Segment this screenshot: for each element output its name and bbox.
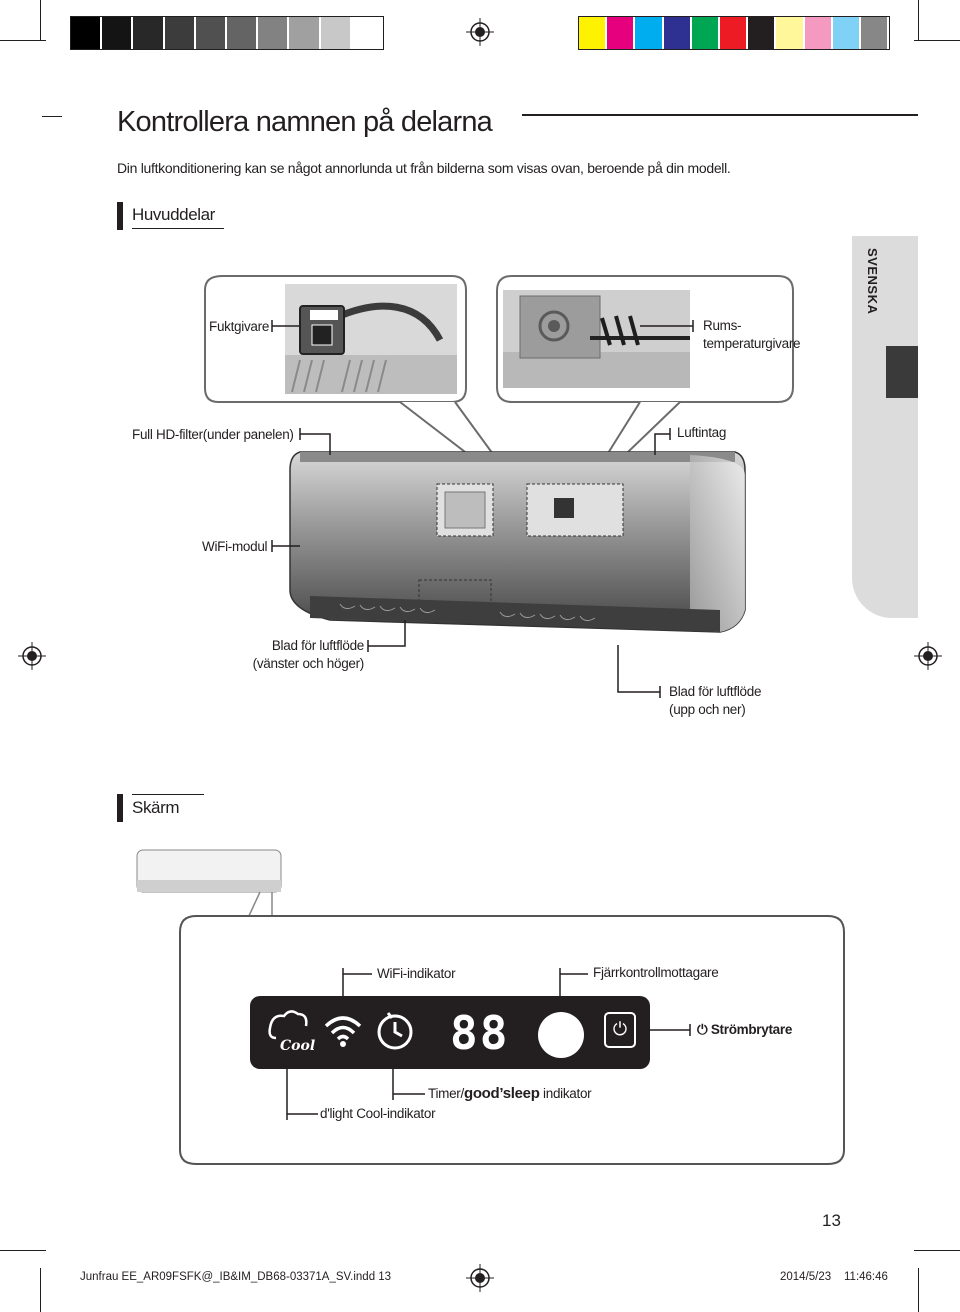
section-rule	[132, 228, 224, 229]
registration-mark-top	[466, 18, 494, 46]
timer-icon	[377, 1012, 413, 1050]
page-title: Kontrollera namnen på delarna	[117, 106, 493, 138]
label-humidity-sensor: Fuktgivare	[209, 319, 270, 334]
registration-mark-right	[914, 642, 942, 670]
title-rule	[522, 114, 918, 116]
crop-mark	[40, 1268, 41, 1312]
power-button-icon[interactable]: ⏻	[604, 1012, 636, 1048]
gray-swatch	[351, 17, 384, 49]
color-swatch	[635, 17, 664, 49]
label-remote-receiver: Fjärrkontrollmottagare	[593, 965, 719, 980]
temperature-digits: 88	[450, 1006, 510, 1060]
label-hd-filter: Full HD-filter(under panelen)	[132, 427, 294, 442]
remote-receiver-window	[538, 1012, 584, 1058]
language-side-tab	[852, 236, 918, 618]
footer-date: 2014/5/23	[780, 1271, 832, 1283]
gray-swatch	[258, 17, 290, 49]
section-rule	[132, 794, 204, 795]
section-marker	[117, 202, 123, 230]
gray-swatch	[289, 17, 321, 49]
label-blade-left-right: Blad för luftflöde (vänster och höger)	[252, 638, 365, 671]
gray-swatch	[227, 17, 259, 49]
color-swatch	[663, 17, 692, 49]
gray-swatch	[164, 17, 196, 49]
language-label: SVENSKA	[865, 248, 880, 315]
crop-mark	[40, 0, 41, 40]
label-air-intake: Luftintag	[677, 425, 727, 440]
color-swatch	[579, 17, 608, 49]
footer-time: 11:46:46	[844, 1271, 888, 1283]
room-temp-sensor-callout	[496, 275, 794, 403]
humidity-sensor-callout	[204, 275, 467, 403]
color-swatch	[607, 17, 636, 49]
page-number: 13	[822, 1211, 841, 1230]
color-swatch	[748, 17, 777, 49]
color-swatch	[860, 17, 890, 49]
label-wifi-module: WiFi-modul	[202, 539, 268, 554]
wifi-icon	[324, 1016, 362, 1047]
gray-swatch	[320, 17, 352, 49]
side-tab-marker	[886, 346, 918, 398]
crop-mark	[914, 40, 960, 41]
grayscale-bar	[70, 16, 384, 50]
color-swatch	[776, 17, 805, 49]
color-swatch	[804, 17, 833, 49]
registration-mark-bottom	[466, 1264, 494, 1292]
label-dlight-cool: d'light Cool-indikator	[320, 1106, 436, 1121]
section-main-parts: Huvuddelar	[132, 205, 215, 224]
color-swatch	[832, 17, 861, 49]
svg-text:Cool: Cool	[280, 1038, 315, 1054]
label-room-temp-sensor: Rums- temperaturgivare	[703, 318, 801, 351]
gray-swatch	[71, 17, 103, 49]
air-conditioner-diagram	[204, 275, 794, 698]
crop-mark	[0, 40, 46, 41]
label-wifi-indicator: WiFi-indikator	[377, 966, 456, 981]
page-subtitle: Din luftkonditionering kan se något anno…	[117, 160, 731, 176]
label-power-switch: ⏻ Strömbrytare	[697, 1022, 793, 1037]
crop-mark	[918, 0, 919, 40]
color-bar	[578, 16, 890, 50]
section-marker	[117, 794, 123, 822]
crop-mark	[42, 116, 62, 117]
power-icon: ⏻	[697, 1022, 708, 1037]
color-swatch	[719, 17, 749, 49]
section-display: Skärm	[132, 798, 180, 817]
label-timer-goodsleep: Timer/good’sleep indikator	[428, 1085, 592, 1102]
gray-swatch	[102, 17, 134, 49]
crop-mark	[0, 1250, 46, 1251]
crop-mark	[918, 1268, 919, 1312]
dlight-cool-icon: Cool	[268, 1010, 315, 1054]
crop-mark	[914, 1250, 960, 1251]
registration-mark-left	[18, 642, 46, 670]
footer-file: Junfrau EE_AR09FSFK@_IB&IM_DB68-03371A_S…	[80, 1271, 392, 1283]
gray-swatch	[195, 17, 228, 49]
color-swatch	[691, 17, 720, 49]
gray-swatch	[133, 17, 165, 49]
label-blade-up-down: Blad för luftflöde (upp och ner)	[669, 684, 762, 717]
